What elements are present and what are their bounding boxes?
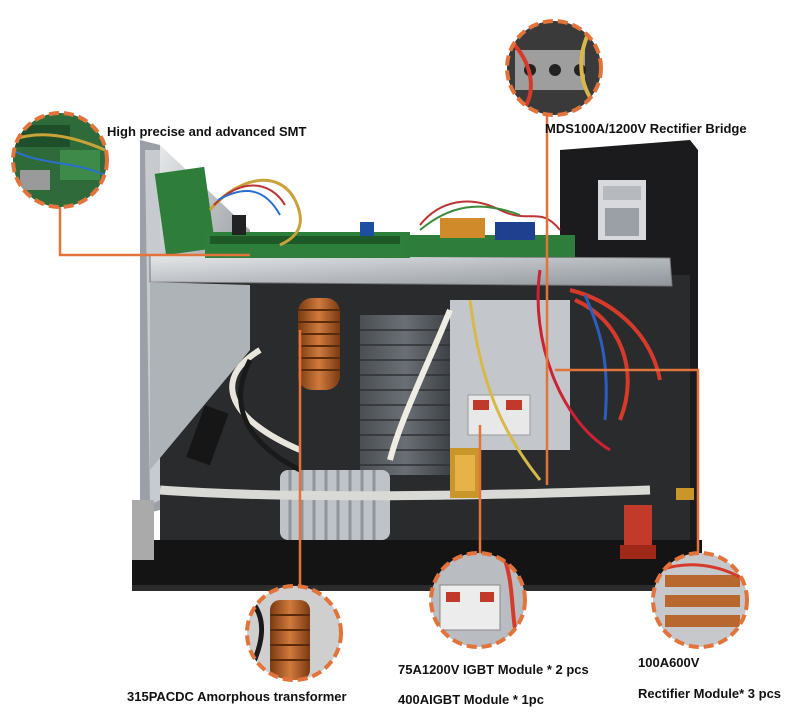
callout-transformer-label: 315PACDC Amorphous transformer [127,689,347,704]
zoom-circle-bridge [505,19,603,117]
callout-igbt-label-1: 75A1200V IGBT Module * 2 pcs [398,662,589,677]
zoom-circle-igbt [429,551,527,649]
callout-rectifier-label-2: Rectifier Module* 3 pcs [638,686,782,701]
callout-bridge-label: MDS100A/1200V Rectifier Bridge [545,121,747,136]
zoom-circle-rectifier [651,551,749,649]
callout-igbt-label-2: 400AIGBT Module * 1pc [398,692,544,707]
zoom-circle-transformer [245,584,343,682]
toroid [298,298,340,390]
leader-lines [58,115,700,586]
zoom-circle-smt [11,111,109,209]
callout-rectifier-label-1: 100A600V [638,655,700,670]
welder-chassis [132,140,702,591]
callout-smt-label: High precise and advanced SMT [107,124,307,139]
